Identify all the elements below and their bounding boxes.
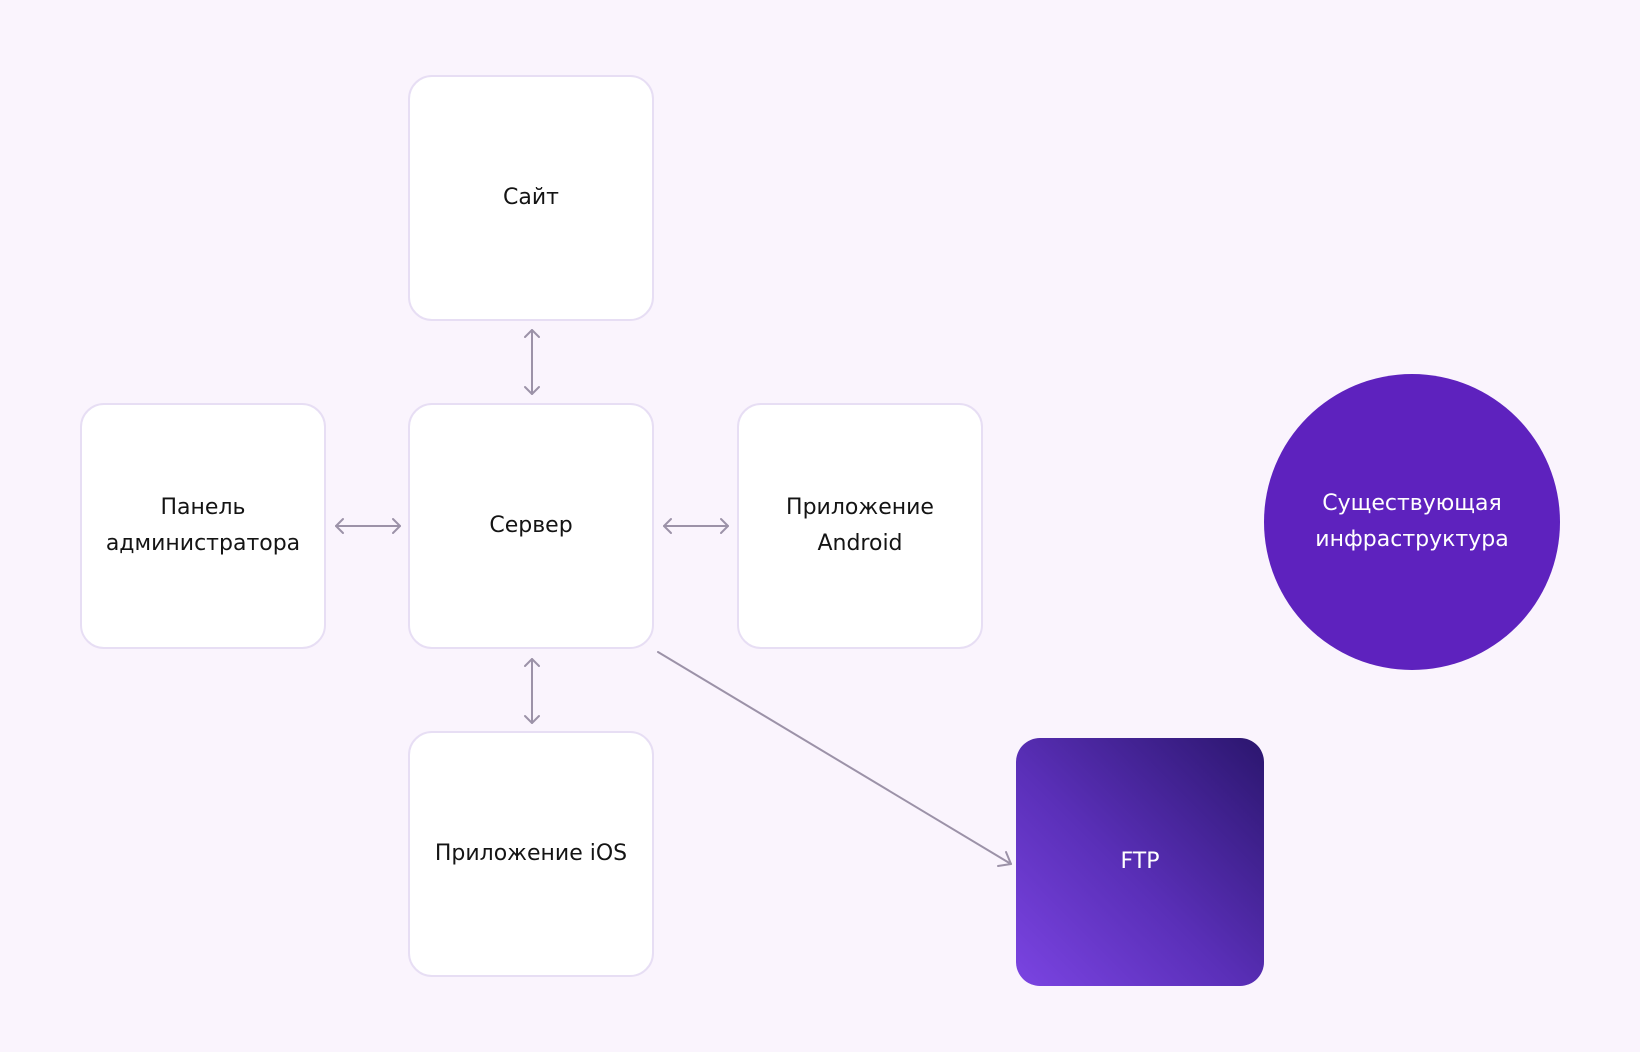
connector-admin-server <box>335 518 401 534</box>
connector-site-server <box>524 329 540 395</box>
connector-server-ftp <box>657 651 1012 867</box>
ftp-node: FTP <box>1016 738 1264 986</box>
ios-app-node: Приложение iOS <box>408 731 654 977</box>
connector-server-android <box>663 518 729 534</box>
server-node: Сервер <box>408 403 654 649</box>
connector-server-ios <box>524 658 540 724</box>
site-node: Сайт <box>408 75 654 321</box>
existing-infrastructure-node: Существующая инфраструктура <box>1264 374 1560 670</box>
admin-panel-node: Панель администратора <box>80 403 326 649</box>
android-app-node: Приложение Android <box>737 403 983 649</box>
